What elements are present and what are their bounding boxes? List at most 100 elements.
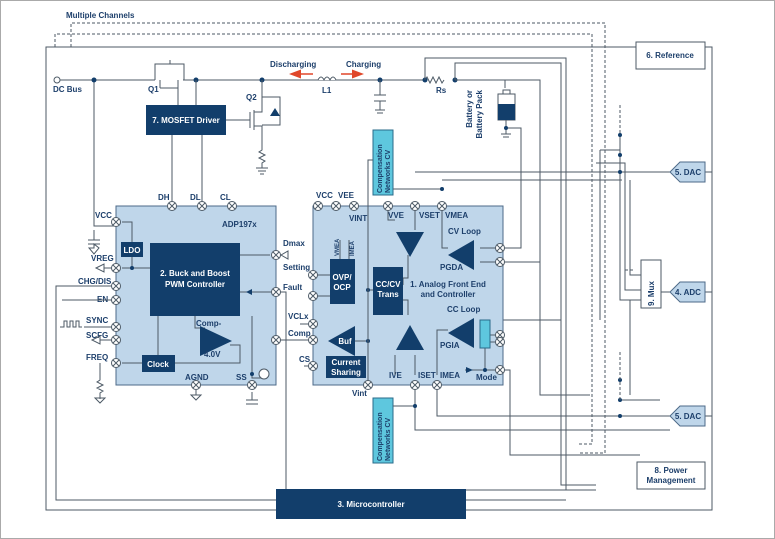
- pin-connector-icon: [271, 250, 281, 260]
- channel-dash-line: [70, 22, 606, 454]
- mux-block: [640, 259, 662, 309]
- reference-block: [635, 41, 706, 70]
- current-sharing-label-1: Current: [332, 358, 361, 367]
- pin-connector-icon: [308, 361, 318, 371]
- vve-vset-amplifier-icon: [396, 232, 424, 257]
- l1-label: L1: [322, 86, 332, 95]
- afe-vint-label: VINT: [349, 214, 367, 223]
- pin-connector-icon: [495, 243, 505, 253]
- mode-label: Mode: [476, 373, 497, 382]
- power-management-block: [636, 461, 706, 490]
- q1-mosfet-icon: [154, 60, 185, 105]
- vset-label: VSET: [419, 211, 440, 220]
- imea-label: IMEA: [440, 371, 460, 380]
- pin-vreg-label: VREG: [91, 254, 114, 263]
- pin-vclx-label: VCLx: [288, 312, 309, 321]
- dac-bottom-label: 5. DAC: [675, 412, 701, 421]
- pin-connector-icon: [111, 295, 121, 305]
- mode-switch-icon: [479, 319, 491, 349]
- cccv-label-1: CC/CV: [376, 280, 402, 289]
- vve-label: VVE: [388, 211, 405, 220]
- clock-label: Clock: [147, 360, 169, 369]
- comp-net-bottom-label-1: Compensation: [377, 412, 384, 461]
- afe-vee-label: VEE: [338, 191, 355, 200]
- pin-dl-label: DL: [190, 193, 201, 202]
- pin-connector-icon: [271, 287, 281, 297]
- dac-bottom-block: [669, 405, 706, 427]
- adc-block: [669, 281, 706, 303]
- pin-connector-icon: [495, 337, 505, 347]
- comp-net-top-label-1: Compensation: [377, 144, 384, 193]
- dac-top-label: 5. DAC: [675, 168, 701, 177]
- comparator-icon: [200, 326, 232, 356]
- v40-label: 4.0V: [204, 350, 221, 359]
- clock-block: [142, 355, 175, 372]
- comp-net-bottom-label-2: Networks CV: [385, 417, 392, 461]
- pin-connector-icon: [271, 335, 281, 345]
- pin-connector-icon: [495, 257, 505, 267]
- ldo-label: LDO: [124, 246, 141, 255]
- current-sharing-label-2: Sharing: [331, 368, 361, 377]
- agnd-label: AGND: [185, 373, 209, 382]
- q1-label: Q1: [148, 85, 159, 94]
- adc-label: 4. ADC: [675, 288, 701, 297]
- comp-net-top-label-2: Networks CV: [385, 149, 392, 193]
- ovp-label: OVP/: [332, 273, 352, 282]
- vmea-label: VMEA: [445, 211, 468, 220]
- mosfet-driver-block: [146, 105, 226, 135]
- pin-dh-label: DH: [158, 193, 170, 202]
- inductor-l1-icon: [317, 76, 337, 82]
- iset-label: ISET: [418, 371, 436, 380]
- pin-fault-label: Fault: [283, 283, 302, 292]
- mux-label: 9. Mux: [647, 281, 656, 306]
- battery-label-2: Battery Pack: [475, 89, 484, 138]
- afe-vint-bottom-label: Vint: [352, 389, 367, 398]
- cccv-label-2: Trans: [377, 290, 399, 299]
- dc-bus-label: DC Bus: [53, 85, 82, 94]
- ovp-imea-label: IMEA: [350, 240, 356, 256]
- rs-label: Rs: [436, 86, 447, 95]
- buf-label: Buf: [338, 337, 352, 346]
- afe-label-1: 1. Analog Front End: [410, 280, 486, 289]
- sense-resistor-icon: [424, 75, 445, 85]
- pgia-amplifier-icon: [448, 318, 474, 348]
- mosfet-driver-label: 7. MOSFET Driver: [152, 116, 220, 125]
- pgia-label: PGIA: [440, 341, 460, 350]
- pin-connector-icon: [410, 201, 420, 211]
- pin-connector-icon: [111, 322, 121, 332]
- pin-connector-icon: [247, 380, 257, 390]
- ss-label: SS: [236, 373, 247, 382]
- pin-freq-label: FREQ: [86, 353, 108, 362]
- pin-connector-icon: [410, 380, 420, 390]
- buck-boost-pwm-controller-block: [150, 243, 240, 316]
- pin-connector-icon: [313, 201, 323, 211]
- pin-connector-icon: [227, 201, 237, 211]
- power-management-label-1: 8. Power: [655, 466, 688, 475]
- pin-connector-icon: [111, 335, 121, 345]
- buck-boost-label-1: 2. Buck and Boost: [160, 269, 230, 278]
- q2-label: Q2: [246, 93, 257, 102]
- microcontroller-block: [276, 489, 466, 519]
- buffer-icon: [328, 326, 355, 356]
- pin-connector-icon: [308, 291, 318, 301]
- current-source-icon: [258, 368, 270, 380]
- pin-dmax-label: Dmax: [283, 239, 305, 248]
- pin-connector-icon: [363, 380, 373, 390]
- ovp-ocp-block: [330, 259, 355, 304]
- compensation-network-cv-bottom: [372, 397, 394, 464]
- pin-connector-icon: [191, 380, 201, 390]
- pin-connector-icon: [331, 201, 341, 211]
- pin-setting-label: Setting: [283, 263, 310, 272]
- q2-mosfet-icon: [249, 80, 281, 175]
- pin-connector-icon: [432, 380, 442, 390]
- pin-connector-icon: [349, 201, 359, 211]
- pin-connector-icon: [383, 201, 393, 211]
- pin-connector-icon: [308, 270, 318, 280]
- afe-vcc-label: VCC: [316, 191, 333, 200]
- dac-top-block: [669, 161, 706, 183]
- pin-cl-label: CL: [220, 193, 231, 202]
- pin-comp-label: Comp: [288, 329, 311, 338]
- buck-boost-label-2: PWM Controller: [165, 280, 225, 289]
